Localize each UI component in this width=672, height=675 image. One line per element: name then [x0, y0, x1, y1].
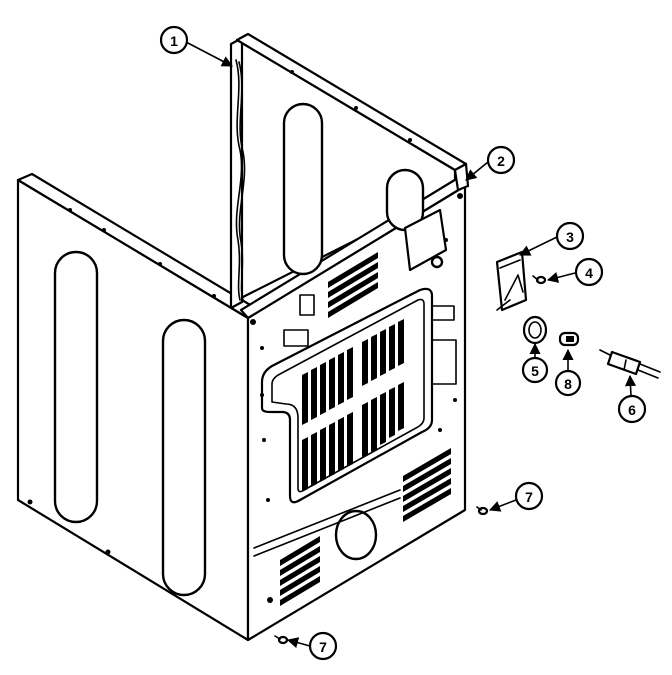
callout-5: 5	[521, 356, 549, 384]
cover-screw	[532, 275, 547, 285]
callout-7-lower: 7	[308, 631, 338, 661]
grommet	[522, 315, 548, 345]
rear-label-2	[283, 329, 309, 347]
callout-label: 8	[564, 376, 572, 392]
callout-label: 7	[319, 639, 327, 655]
leader-lines	[185, 41, 637, 649]
rear-panel-holes	[260, 238, 457, 603]
callout-label: 5	[531, 363, 539, 379]
exhaust-opening	[334, 509, 378, 561]
terminal-block-opening	[403, 208, 448, 272]
callout-1: 1	[159, 25, 189, 55]
callout-8: 8	[554, 369, 582, 397]
mounting-screw-lower	[274, 635, 289, 645]
callout-7-upper: 7	[514, 481, 544, 511]
back-panel-slot-1	[282, 102, 324, 276]
terminal-block-cover	[495, 250, 528, 312]
rear-access-panel-louvers	[302, 319, 404, 492]
rear-label-1	[299, 294, 315, 316]
strain-relief	[558, 331, 580, 347]
mounting-screw-upper	[476, 506, 489, 516]
side-panel-slot-2	[161, 318, 207, 597]
callout-label: 1	[170, 33, 178, 49]
callout-6: 6	[617, 394, 647, 424]
flange-screws	[27, 70, 463, 555]
callout-label: 2	[497, 153, 505, 169]
rear-lower-left-louvers	[280, 536, 320, 606]
cabinet-back-left-post	[229, 36, 244, 310]
wire-harness	[235, 59, 243, 301]
side-panel-slot-1	[53, 250, 99, 524]
callout-3: 3	[555, 221, 585, 251]
callout-label: 7	[525, 489, 533, 505]
callout-4: 4	[574, 257, 604, 287]
callout-label: 4	[585, 265, 593, 281]
cabinet	[16, 32, 470, 642]
callout-label: 6	[628, 402, 636, 418]
power-cord	[599, 349, 661, 379]
callout-2: 2	[486, 145, 516, 175]
rear-lower-right-louvers	[403, 448, 451, 522]
rear-upper-louvers	[328, 252, 378, 318]
cabinet-right-post	[453, 162, 470, 192]
callout-label: 3	[566, 229, 574, 245]
